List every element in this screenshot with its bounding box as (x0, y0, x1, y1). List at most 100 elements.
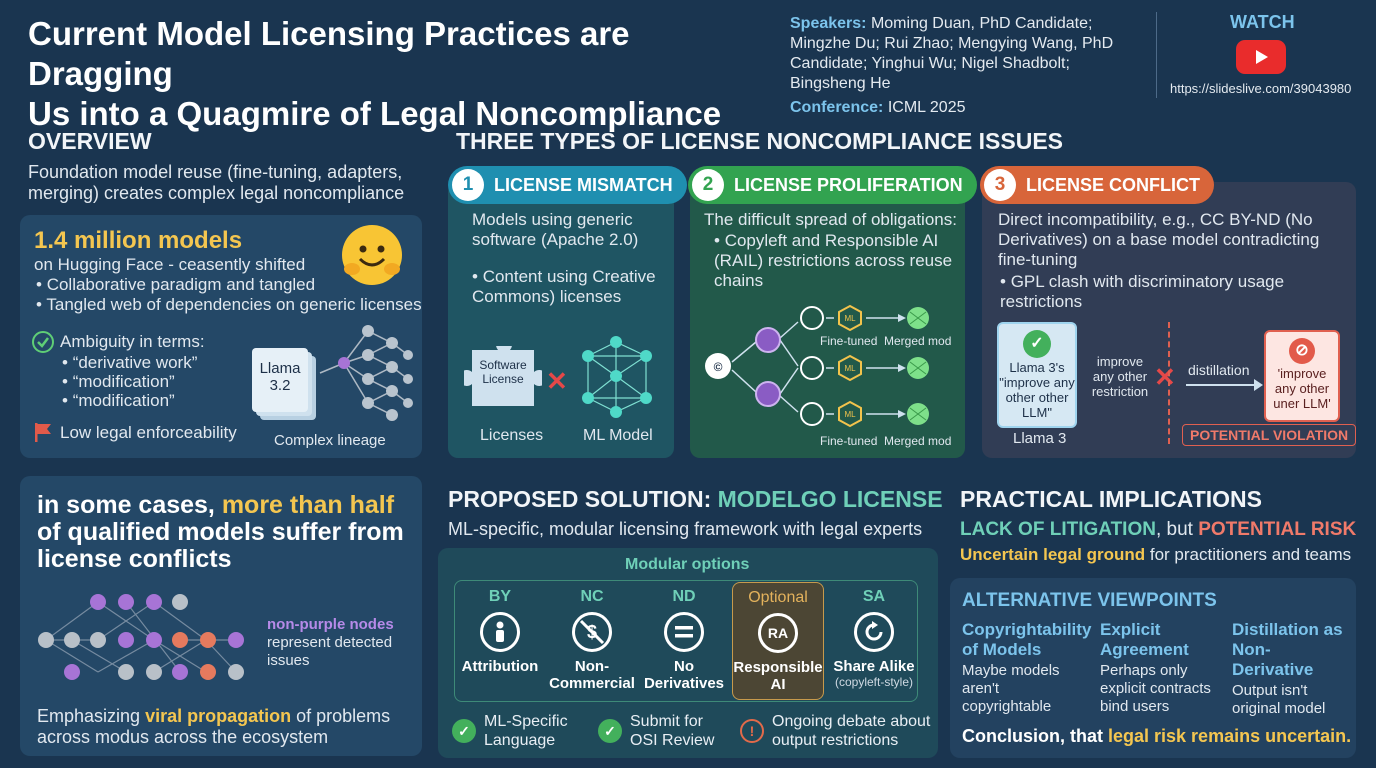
check-circle-icon (32, 331, 54, 353)
viewpoints-title: ALTERNATIVE VIEWPOINTS (962, 590, 1217, 611)
viewpoint-3-text: Output isn't original model (1232, 682, 1326, 717)
litigation-line: LACK OF LITIGATION, but POTENTIAL RISK (960, 519, 1356, 541)
conclusion-text: Conclusion, that (962, 726, 1108, 746)
svg-text:©: © (714, 360, 723, 374)
violation-doc-text: 'improve any other uner LLM' (1273, 366, 1331, 411)
distillation-label: distillation (1188, 362, 1250, 378)
option-nd[interactable]: ND No Derivatives (638, 582, 730, 700)
mismatch-card (448, 182, 674, 458)
prohibited-icon: ⊘ (1289, 338, 1315, 364)
foot-2-text: Submit for OSI Review (630, 713, 715, 749)
licenses-caption: Licenses (480, 427, 544, 444)
but-text: , but (1155, 519, 1199, 540)
low-enforceability: Low legal enforceability (60, 423, 237, 442)
puzzle-piece-icon: Software License (458, 336, 548, 410)
uncertain-line: Uncertain legal ground for practitioners… (960, 545, 1351, 565)
check-icon-2: ✓ (598, 719, 622, 743)
solution-foot-2: ✓ Submit for OSI Review (598, 712, 726, 750)
term-3: • “modification” (62, 391, 175, 410)
viral-footer: Emphasizing viral propagation of problem… (37, 706, 417, 748)
solution-foot-3: ! Ongoing debate about output restrictio… (740, 712, 932, 750)
mismatch-text-2-content: Content using Creative Commons) licenses (472, 267, 656, 306)
option-ra[interactable]: Optional RA Responsible AI (732, 582, 824, 700)
stat-text-b: of qualified models suffer from license … (37, 518, 404, 573)
option-sa-key: SA (862, 588, 886, 605)
option-ra-key: Optional (748, 589, 808, 606)
video-url[interactable]: https://slideslive.com/39043980 (1170, 81, 1352, 96)
llama3-doc: ✓ Llama 3's "improve any other other LLM… (997, 322, 1077, 428)
lineage-caption: Complex lineage (274, 432, 386, 449)
option-nd-key: ND (672, 588, 696, 605)
mismatch-x-icon: ✕ (546, 366, 568, 396)
violation-badge: POTENTIAL VIOLATION (1182, 424, 1357, 446)
conference-label: Conference: (790, 99, 884, 116)
merged-label-2: Merged mod (884, 434, 952, 448)
distillation-arrow (1186, 384, 1258, 386)
svg-text:ML: ML (844, 410, 856, 419)
proliferation-text-2: • Copyleft and Responsible AI (RAIL) res… (714, 231, 953, 290)
conflict-text-1: Direct incompatibility, e.g., CC BY-ND (… (998, 210, 1320, 269)
conflict-text-2: • GPL clash with discriminatory usage re… (1000, 272, 1285, 311)
implications-title: PRACTICAL IMPLICATIONS (960, 486, 1262, 512)
option-by[interactable]: BY Attribution (454, 582, 546, 700)
warning-icon: ! (740, 719, 764, 743)
merged-label-1: Merged mod (884, 334, 952, 348)
viral-text-b: of problems across modus across the ecos… (37, 706, 391, 747)
models-subline: on Hugging Face - ceasently shifted (34, 255, 306, 274)
option-nc[interactable]: NC $ Non-Commercial (546, 582, 638, 700)
proliferation-number: 2 (692, 169, 724, 201)
viral-text-a: Emphasizing (37, 706, 146, 726)
stat-text-a: in some cases, (37, 491, 222, 519)
llama-doc-stack: Llama 3.2 (252, 348, 316, 420)
main-title: Current Model Licensing Practices are Dr… (28, 14, 778, 134)
options-frame (454, 580, 918, 702)
viewpoint-2-head: Explicit Agreement (1100, 620, 1189, 659)
solution-sub: ML-specific, modular licensing framework… (448, 519, 923, 539)
mismatch-label: LICENSE MISMATCH (494, 174, 673, 195)
uncertain-ground: Uncertain legal ground (960, 545, 1146, 564)
lineage-graph (319, 325, 413, 421)
option-nc-label: Non-Commercial (549, 658, 635, 692)
equals-icon (664, 612, 704, 652)
term-1: • “derivative work” (62, 353, 198, 372)
viewpoint-2-text: Perhaps only explicit contracts bind use… (1100, 662, 1211, 715)
option-nd-label: No Derivatives (643, 658, 725, 692)
flag-icon (32, 421, 54, 448)
models-headline: 1.4 million models (34, 227, 243, 254)
svg-text:ML: ML (844, 364, 856, 373)
term-1-text: “derivative work” (72, 353, 198, 372)
youtube-icon[interactable] (1236, 40, 1286, 74)
proliferation-text-2-content: Copyleft and Responsible AI (RAIL) restr… (714, 231, 953, 290)
speakers-label: Speakers: (790, 15, 867, 32)
option-nc-key: NC (580, 588, 604, 605)
conflict-stat-card: in some cases, more than half of qualifi… (20, 476, 422, 756)
viewpoints-card (950, 578, 1356, 758)
restriction-text: improve any other restriction (1091, 354, 1149, 399)
mismatch-text-2: • Content using Creative Commons) licens… (472, 267, 656, 306)
types-title: THREE TYPES OF LICENSE NONCOMPLIANCE ISS… (456, 128, 1064, 154)
viral-highlight: viral propagation (145, 706, 292, 726)
mismatch-pill: 1 LICENSE MISMATCH (448, 166, 687, 204)
proliferation-label: LICENSE PROLIFERATION (734, 174, 963, 195)
modular-label: Modular options (625, 556, 750, 573)
foot-3-text: Ongoing debate about output restrictions (772, 713, 931, 749)
fine-tuned-label-2: Fine-tuned (820, 434, 878, 448)
overview-title: OVERVIEW (28, 128, 152, 154)
share-alike-icon (854, 612, 894, 652)
solution-title-hl: MODELGO LICENSE (717, 486, 943, 512)
overview-bullet-1-text: Collaborative paradigm and tangled (46, 275, 316, 294)
viewpoint-3: Distillation as Non-Derivative Output is… (1232, 620, 1350, 718)
foot-1-text: ML-Specific Language (484, 713, 568, 749)
hug-emoji-icon (342, 225, 402, 285)
mismatch-number: 1 (452, 169, 484, 201)
solution-title: PROPOSED SOLUTION: MODELGO LICENSE (448, 486, 943, 513)
option-sa[interactable]: SA Share Alike (copyleft-style) (828, 582, 920, 700)
lack-litigation: LACK OF LITIGATION (960, 519, 1156, 540)
ml-model-network-icon (582, 336, 652, 418)
check-icon-1: ✓ (452, 719, 476, 743)
violation-doc: ⊘ 'improve any other uner LLM' (1264, 330, 1340, 422)
speakers-text: Moming Duan, PhD Candidate; Mingzhe Du; … (790, 15, 1114, 92)
viewpoint-1: Copyrightability of Models Maybe models … (962, 620, 1092, 716)
